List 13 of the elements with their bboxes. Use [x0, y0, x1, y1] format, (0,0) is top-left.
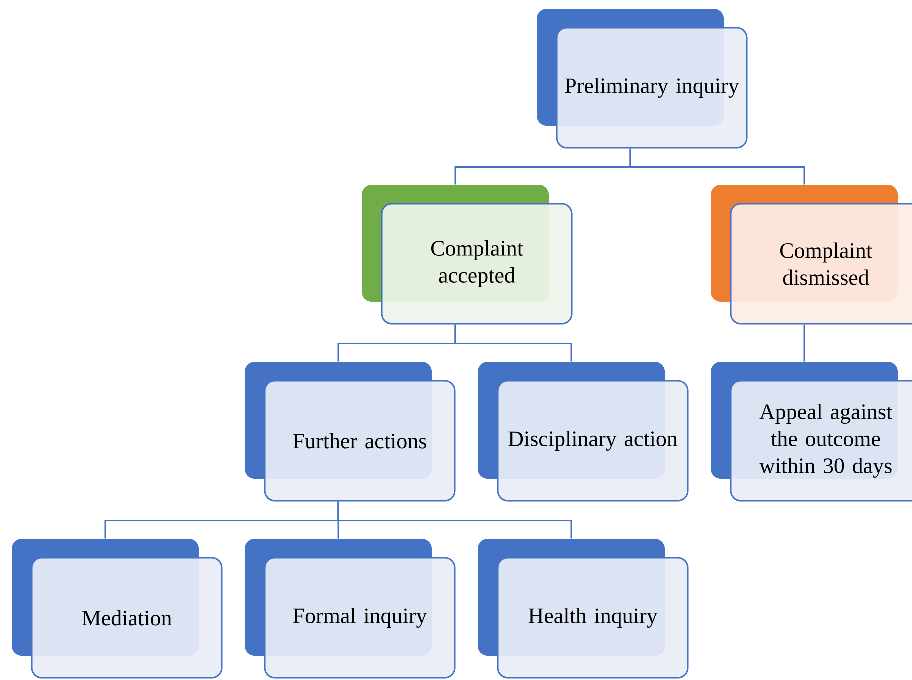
process-box: Mediation — [12, 539, 223, 679]
process-box: Disciplinary action — [478, 362, 689, 502]
process-box: Health inquiry — [478, 539, 689, 679]
connector — [804, 324, 806, 362]
process-box: Complaint dismissed — [711, 185, 912, 325]
process-box: Preliminary inquiry — [537, 9, 748, 149]
connector — [630, 148, 806, 185]
process-box: Appeal against the outcome within 30 days — [711, 362, 912, 502]
process-box: Complaint accepted — [362, 185, 573, 325]
process-box: Further actions — [245, 362, 456, 502]
connector — [454, 324, 572, 362]
connector — [338, 502, 572, 539]
process-box: Formal inquiry — [245, 539, 456, 679]
